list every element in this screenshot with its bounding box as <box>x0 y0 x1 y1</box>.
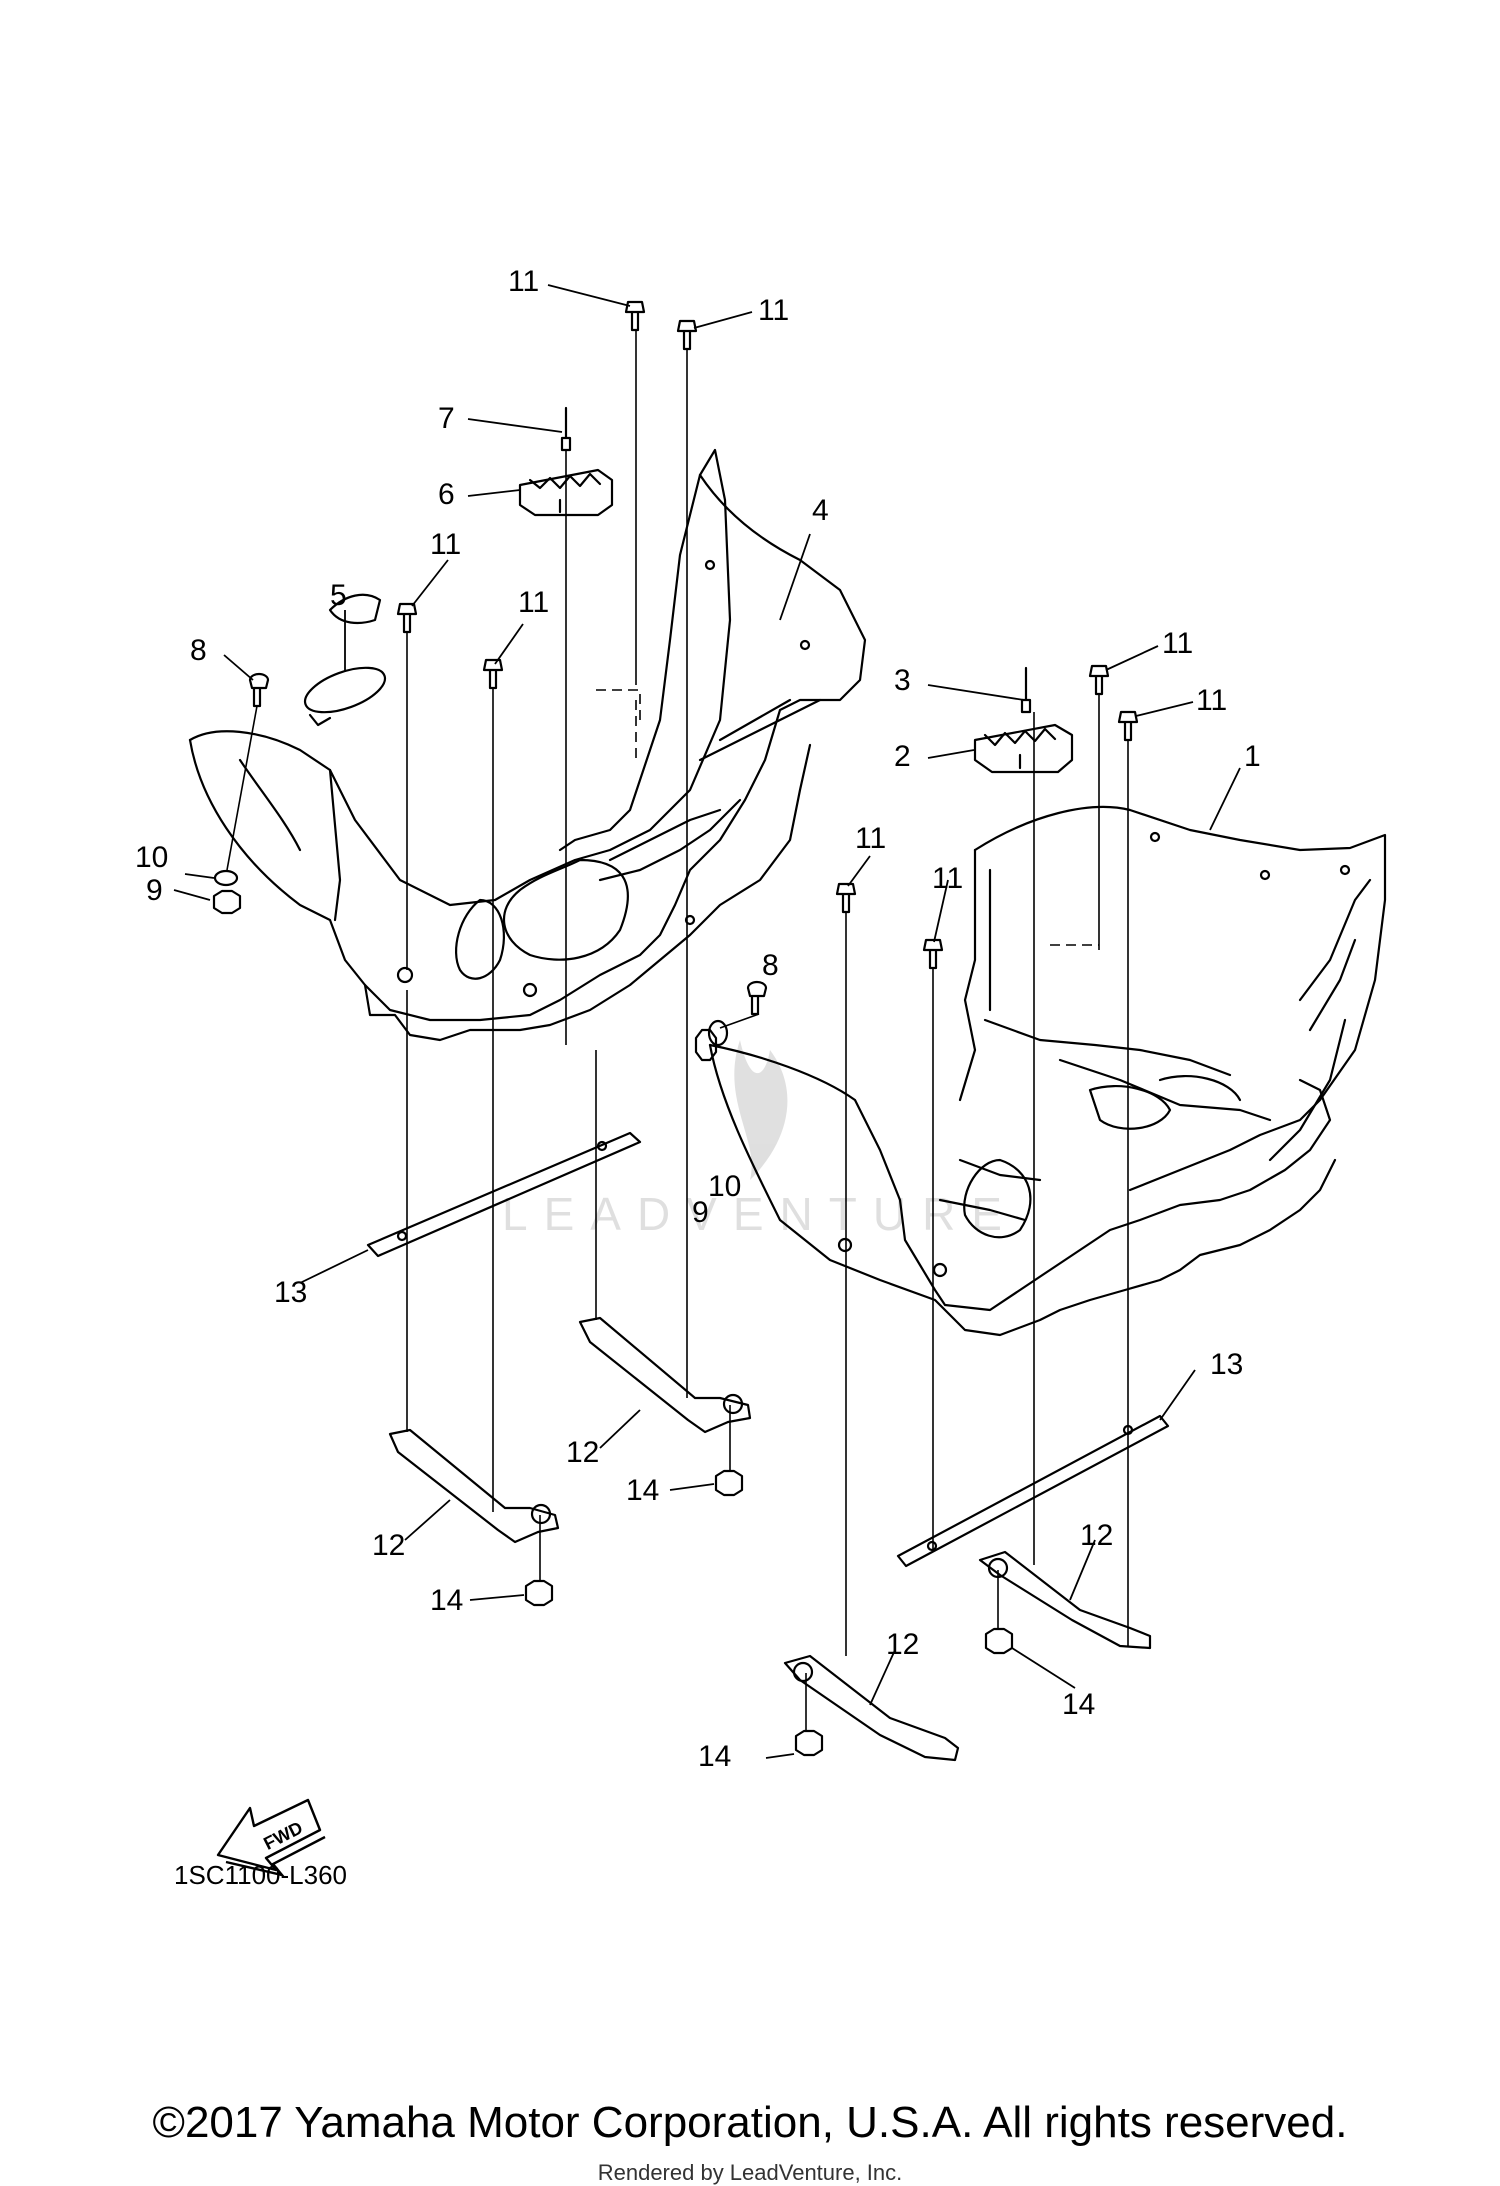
footpeg-plate-6 <box>518 468 614 517</box>
watermark: LEADVENTURE <box>502 1040 1018 1240</box>
callout-9-right: 9 <box>692 1196 709 1229</box>
callout-14-a: 14 <box>626 1474 659 1507</box>
callout-14-c: 14 <box>1062 1688 1095 1721</box>
assembly-lines <box>226 330 1129 1732</box>
bolt-11-group <box>396 300 1139 970</box>
callout-11-h: 11 <box>932 862 963 895</box>
callout-10-right: 10 <box>708 1170 741 1203</box>
bracket-13-left <box>366 1131 642 1258</box>
callout-11-g: 11 <box>855 822 886 855</box>
callout-labels: 1 2 3 4 5 6 7 8 8 9 9 10 10 11 11 11 11 … <box>135 265 1261 1773</box>
pin-3 <box>1020 666 1032 714</box>
callout-7: 7 <box>438 402 455 435</box>
callout-11-c: 11 <box>430 528 461 561</box>
bracket-12-a <box>578 1316 752 1434</box>
callout-8-left: 8 <box>190 634 207 667</box>
bracket-12-c <box>978 1550 1152 1650</box>
callout-13-left: 13 <box>274 1276 307 1309</box>
callout-12-a: 12 <box>566 1436 599 1469</box>
bracket-12-b <box>388 1428 560 1544</box>
callout-6: 6 <box>438 478 455 511</box>
washer-10-left <box>213 869 239 887</box>
callout-10-left: 10 <box>135 841 168 874</box>
callout-13-right: 13 <box>1210 1348 1243 1381</box>
nut-9-left <box>212 889 242 915</box>
callout-11-a: 11 <box>508 265 539 298</box>
callout-9-left: 9 <box>146 874 163 907</box>
svg-text:LEADVENTURE: LEADVENTURE <box>502 1188 1018 1240</box>
callout-14-b: 14 <box>430 1584 463 1617</box>
callout-8-right: 8 <box>762 949 779 982</box>
bracket-12-d <box>783 1654 960 1762</box>
nut-14-group <box>524 1469 1014 1757</box>
copyright-notice: ©2017 Yamaha Motor Corporation, U.S.A. A… <box>152 2098 1348 2147</box>
callout-11-f: 11 <box>1196 684 1227 717</box>
right-footrest-fender <box>708 805 1387 1337</box>
cup-holder-ring <box>303 666 387 714</box>
washer-10-right <box>707 1019 729 1047</box>
callout-1: 1 <box>1244 740 1261 773</box>
callout-14-d: 14 <box>698 1740 731 1773</box>
callout-4: 4 <box>812 494 829 527</box>
nut-9-right <box>694 1028 718 1062</box>
footpeg-plate-2 <box>973 723 1074 774</box>
left-footrest-fender <box>188 448 867 1042</box>
callout-5: 5 <box>330 579 347 612</box>
rendered-by-notice: Rendered by LeadVenture, Inc. <box>597 2160 903 2185</box>
screw-8-right <box>746 980 768 1016</box>
callout-11-b: 11 <box>758 294 789 327</box>
callout-3: 3 <box>894 664 911 697</box>
leader-lines <box>173 284 1241 1759</box>
callout-11-e: 11 <box>1162 627 1193 660</box>
callout-12-b: 12 <box>372 1529 405 1562</box>
callout-12-d: 12 <box>886 1628 919 1661</box>
pin-7 <box>560 406 572 452</box>
callout-11-d: 11 <box>518 586 549 619</box>
callout-12-c: 12 <box>1080 1519 1113 1552</box>
callout-2: 2 <box>894 740 911 773</box>
diagram-code: 1SC1100-L360 <box>174 1860 347 1890</box>
